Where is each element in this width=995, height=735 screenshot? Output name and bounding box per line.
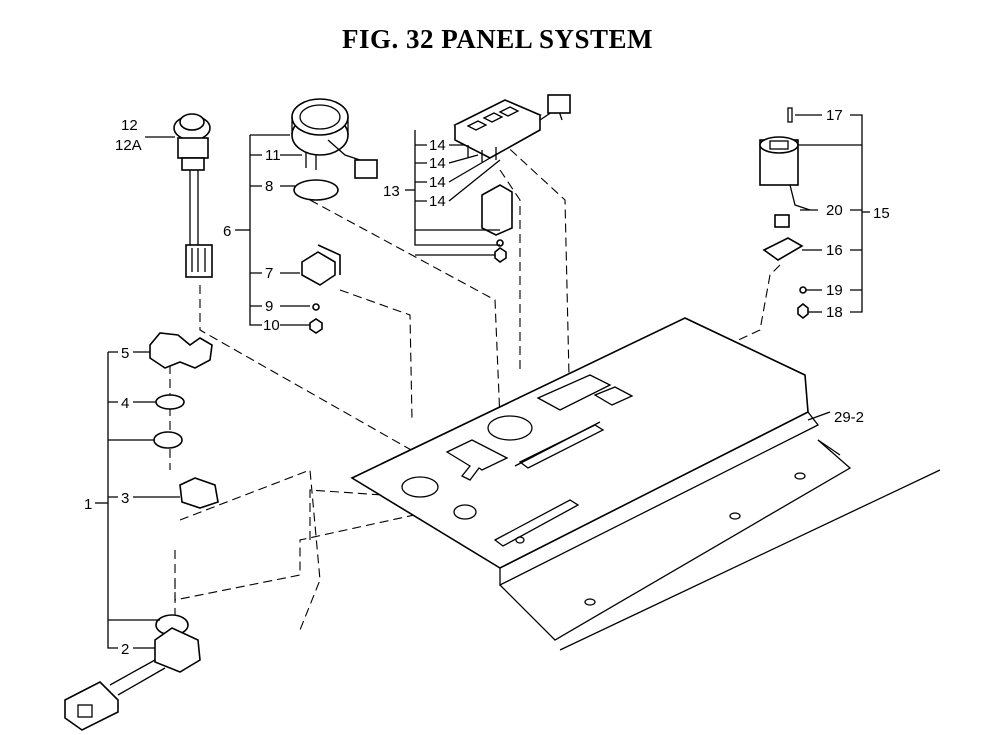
callout-leaders — [95, 114, 870, 649]
callout-4: 4 — [121, 395, 129, 412]
callout-29-2: 29-2 — [834, 409, 864, 426]
ignition-switch-2 — [154, 627, 201, 673]
slot-2 — [493, 499, 580, 547]
hour-meter-cutout — [593, 386, 634, 406]
part-6-gauge — [291, 98, 378, 334]
nut-18 — [797, 302, 809, 320]
callout-5: 5 — [121, 345, 129, 362]
part-15-hour-meter — [759, 107, 811, 320]
part-12-connector — [173, 113, 213, 278]
gauge-hole — [487, 415, 533, 441]
screw-17 — [787, 107, 793, 123]
callout-1: 1 — [84, 496, 92, 513]
gasket-16 — [762, 237, 804, 261]
callout-8: 8 — [265, 178, 273, 195]
callout-17: 17 — [826, 107, 843, 124]
callout-14-d: 14 — [429, 193, 446, 210]
slot-t — [445, 439, 509, 481]
callout-15: 15 — [873, 205, 890, 222]
washer-9 — [312, 303, 320, 311]
washer-19 — [799, 286, 807, 294]
nut-4 — [155, 394, 185, 410]
callout-12a: 12A — [115, 137, 142, 154]
nut-10 — [309, 318, 323, 334]
callout-14-c: 14 — [429, 174, 446, 191]
callout-2: 2 — [121, 641, 129, 658]
callout-11: 11 — [265, 147, 281, 164]
callout-7: 7 — [265, 265, 273, 282]
callout-14-b: 14 — [429, 155, 446, 172]
bezel-3 — [179, 477, 219, 509]
key-hole — [453, 504, 477, 520]
leader-paths — [169, 139, 781, 631]
bracket-7 — [301, 244, 341, 286]
callout-14-a: 14 — [429, 137, 446, 154]
callout-12: 12 — [121, 117, 138, 134]
callout-6: 6 — [223, 223, 231, 240]
dash-panel — [350, 317, 941, 651]
part-1-key-switch — [64, 332, 219, 731]
key-5 — [149, 332, 213, 369]
callout-18: 18 — [826, 304, 843, 321]
callout-labels: 12 12A 11 8 6 7 9 10 14 14 14 14 13 17 2… — [84, 107, 890, 658]
callout-16: 16 — [826, 242, 843, 259]
figure-title: FIG. 32 PANEL SYSTEM — [341, 24, 654, 54]
callout-13: 13 — [383, 183, 400, 200]
bracket-13 — [481, 184, 513, 236]
callout-3: 3 — [121, 490, 129, 507]
callout-10: 10 — [263, 317, 280, 334]
o-ring-8 — [293, 179, 339, 201]
ring-1 — [153, 431, 183, 449]
part-13-switch-panel — [453, 94, 571, 263]
switch-cutout — [536, 374, 612, 411]
meter-hole — [401, 476, 439, 498]
callout-9: 9 — [265, 298, 273, 315]
callout-19: 19 — [826, 282, 843, 299]
callout-20: 20 — [826, 202, 843, 219]
